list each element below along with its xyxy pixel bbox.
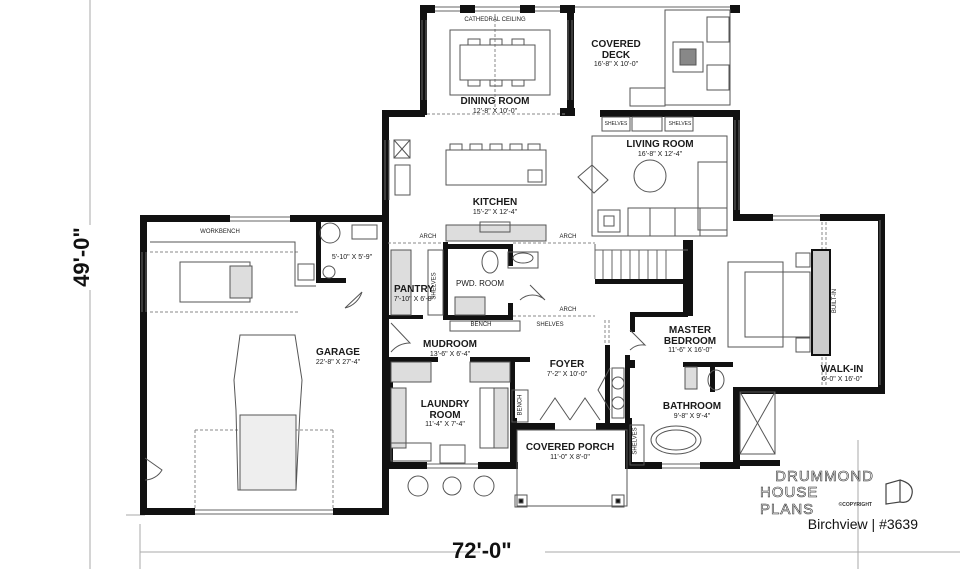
dimension-lines <box>89 0 960 569</box>
room-name: COVERED PORCH <box>525 442 615 453</box>
room-size: 11'-4" X 7'-4" <box>425 421 465 428</box>
room-size: 11'-0" X 8'-0" <box>550 453 590 461</box>
plan-title: Birchview | #3639 <box>807 516 918 532</box>
room-name-line2: BEDROOM <box>663 335 717 347</box>
room-size: 6'-0" X 16'-0" <box>821 375 863 383</box>
room-name-line1: COVERED <box>591 39 641 50</box>
room-label-covered-porch: COVERED PORCH 11'-0" X 8'-0" <box>525 442 615 461</box>
room-label-garage-bath: 5'-10" X 5'-9" <box>332 254 372 261</box>
arch-label: ARCH <box>559 307 577 313</box>
room-label-walk-in: WALK-IN 6'-0" X 16'-0" <box>820 364 864 383</box>
room-label-mudroom: MUDROOM 13'-6" X 6'-4" <box>423 339 477 358</box>
room-name: PANTRY <box>394 284 434 295</box>
windows <box>141 6 881 515</box>
room-label-garage: GARAGE 22'-8" X 27'-4" <box>315 347 361 366</box>
room-name: KITCHEN <box>472 197 518 208</box>
room-label-powder: PWD. ROOM <box>456 279 504 288</box>
room-size: 13'-6" X 6'-4" <box>429 350 471 358</box>
room-label-living: LIVING ROOM 16'-8" X 12'-4" <box>626 139 694 158</box>
room-label-pantry: PANTRY 7'-10" X 6'-8" <box>393 284 435 303</box>
room-name: LIVING ROOM <box>626 139 694 150</box>
room-size: 22'-8" X 27'-4" <box>315 358 361 366</box>
overall-width-dimension: 72'-0" <box>452 538 512 563</box>
room-size: 15'-2" X 12'-4" <box>472 208 518 216</box>
room-name-line2: DECK <box>601 49 631 61</box>
room-name-line1: LAUNDRY <box>420 399 470 410</box>
room-label-kitchen: KITCHEN 15'-2" X 12'-4" <box>472 197 518 216</box>
room-size: 11'-6" X 16'-0" <box>668 347 712 354</box>
room-name: PWD. ROOM <box>456 279 504 288</box>
room-name: BATHROOM <box>662 401 722 412</box>
room-size: 9'-8" X 9'-4" <box>673 412 711 420</box>
drummond-logo-icon <box>885 479 913 505</box>
room-label-foyer: FOYER 7'-2" X 10'-0" <box>546 359 588 378</box>
shelves-label-right: SHELVES <box>668 121 692 127</box>
room-label-master-bedroom: MASTER BEDROOM 11'-6" X 16'-0" <box>663 325 717 354</box>
cathedral-ceiling-note: CATHEDRAL CEILING <box>464 17 526 23</box>
room-name-line1: MASTER <box>668 325 712 336</box>
shelves-label-left: SHELVES <box>604 121 628 127</box>
room-size: 7'-2" X 10'-0" <box>546 370 588 378</box>
room-size: 16'-8" X 10'-0" <box>593 61 639 68</box>
room-label-bathroom: BATHROOM 9'-8" X 9'-4" <box>662 401 722 420</box>
arch-label: ARCH <box>559 234 577 240</box>
room-size: 7'-10" X 6'-8" <box>393 295 435 303</box>
workbench-label: WORKBENCH <box>200 229 240 235</box>
arch-label: ARCH <box>419 234 437 240</box>
room-label-covered-deck: COVERED DECK 16'-8" X 10'-0" <box>591 39 641 68</box>
room-label-dining: DINING ROOM 12'-8" X 10'-0" <box>460 96 530 115</box>
room-name: WALK-IN <box>820 364 864 375</box>
room-name-line2: ROOM <box>429 409 461 421</box>
brand-block: DRUMMOND HOUSE PLANS ©COPYRIGHT Birchvie… <box>760 468 960 548</box>
bench-label: BENCH <box>470 322 492 328</box>
room-size: 16'-8" X 12'-4" <box>637 150 683 158</box>
bath-shelves-label: SHELVES <box>632 427 639 455</box>
room-name: MUDROOM <box>423 339 477 350</box>
copyright-label: ©COPYRIGHT <box>838 502 872 508</box>
pantry-shelves-label: SHELVES <box>431 272 438 300</box>
brand-name-line1: DRUMMOND <box>775 468 874 486</box>
room-label-laundry: LAUNDRY ROOM 11'-4" X 7'-4" <box>420 399 470 428</box>
room-name: GARAGE <box>316 347 360 358</box>
room-size: 12'-8" X 10'-0" <box>472 107 518 115</box>
room-name: FOYER <box>549 359 585 370</box>
built-in-label: BUILT-IN <box>832 288 839 314</box>
doors <box>144 284 647 481</box>
overall-depth-dimension: 49'-0" <box>68 227 94 287</box>
brand-name-line2: HOUSE PLANS <box>760 484 819 519</box>
room-name: DINING ROOM <box>460 96 530 107</box>
shelves-label: SHELVES <box>536 322 564 328</box>
furniture <box>150 9 831 508</box>
foyer-bench-label: BENCH <box>517 394 524 416</box>
room-size: 5'-10" X 5'-9" <box>331 254 373 261</box>
